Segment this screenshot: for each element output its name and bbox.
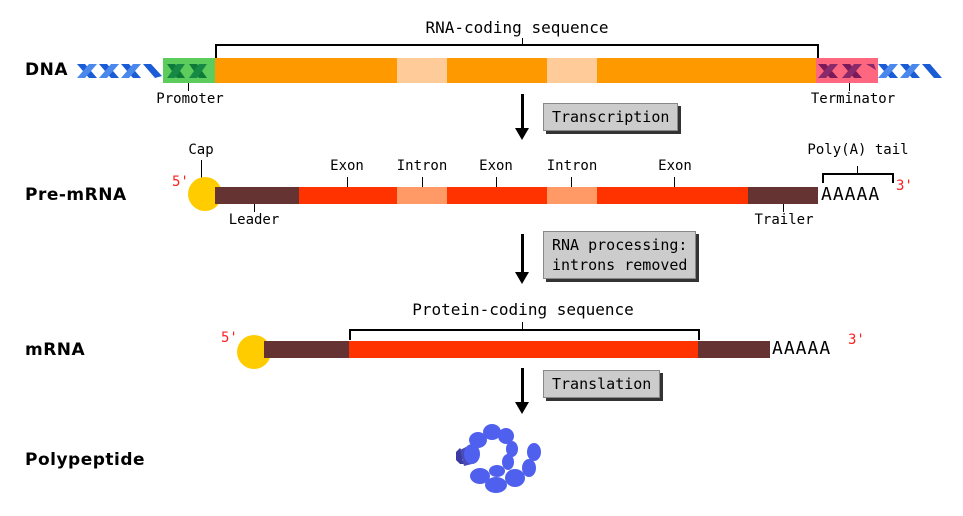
mrna-leader-segment [264, 341, 349, 358]
dna-exon-3 [597, 58, 816, 83]
dna-exon-1 [215, 58, 397, 83]
rna-coding-sequence-label: RNA-coding sequence [425, 18, 609, 37]
row-label-polypeptide: Polypeptide [25, 450, 146, 470]
intron-1-tick [422, 177, 423, 187]
leader-segment [215, 187, 299, 204]
protein-coding-bracket [349, 329, 700, 340]
rna-processing-button[interactable]: RNA processing: introns removed [543, 231, 697, 279]
pre-mrna-intron-2 [547, 187, 597, 204]
row-label-dna: DNA [25, 60, 68, 80]
poly-a-tail-label: Poly(A) tail [807, 142, 909, 158]
poly-a-bracket-tick [857, 166, 858, 174]
intron-1-label: Intron [396, 158, 448, 174]
dna-intron-1 [397, 58, 447, 83]
leader-label: Leader [228, 212, 280, 228]
exon-1-label: Exon [330, 158, 364, 174]
mrna-three-prime-label: 3' [848, 332, 865, 348]
five-prime-label: 5' [172, 174, 189, 190]
exon-3-tick [674, 177, 675, 187]
pre-mrna-exon-1 [299, 187, 397, 204]
exon-1-tick [347, 177, 348, 187]
exon-2-tick [496, 177, 497, 187]
mrna-five-prime-label: 5' [221, 330, 238, 346]
pre-mrna-exon-2 [447, 187, 547, 204]
cap-label: Cap [188, 142, 214, 158]
terminator-helix-icon [818, 64, 876, 78]
mrna-poly-a-sequence: AAAAA [772, 338, 832, 359]
mrna-trailer-segment [698, 341, 770, 358]
intron-2-label: Intron [546, 158, 598, 174]
promoter-helix-icon [167, 64, 207, 78]
polypeptide-icon [456, 424, 541, 493]
protein-coding-sequence-label: Protein-coding sequence [412, 300, 634, 319]
three-prime-label: 3' [896, 178, 913, 194]
intron-2-tick [571, 177, 572, 187]
exon-2-label: Exon [479, 158, 513, 174]
exon-3-label: Exon [658, 158, 692, 174]
trailer-label: Trailer [754, 212, 814, 228]
row-label-mrna: mRNA [25, 340, 86, 360]
dna-helix-left-icon [77, 64, 162, 78]
promoter-label: Promoter [156, 91, 224, 107]
translation-button[interactable]: Translation [543, 370, 661, 398]
poly-a-bracket [822, 173, 894, 183]
cap-tick [201, 160, 202, 178]
leader-tick [254, 204, 255, 212]
protein-coding-bracket-tick [522, 322, 523, 330]
dna-intron-2 [547, 58, 597, 83]
mrna-coding-segment [349, 341, 698, 358]
pre-mrna-poly-a-sequence: AAAAA [821, 184, 881, 205]
terminator-tick [849, 83, 850, 91]
terminator-label: Terminator [810, 91, 896, 107]
transcription-button[interactable]: Transcription [543, 103, 679, 131]
rna-coding-bracket [215, 44, 819, 58]
rna-coding-bracket-tick [522, 38, 523, 45]
trailer-segment [748, 187, 818, 204]
pre-mrna-exon-3 [597, 187, 748, 204]
translation-arrow-icon [515, 368, 529, 414]
pre-mrna-intron-1 [397, 187, 447, 204]
row-label-pre-mrna: Pre-mRNA [25, 185, 127, 205]
dna-exon-2 [447, 58, 547, 83]
rna-processing-arrow-icon [515, 234, 529, 284]
dna-helix-right-icon [878, 64, 942, 78]
promoter-tick [188, 83, 189, 91]
trailer-tick [783, 204, 784, 212]
transcription-arrow-icon [515, 94, 529, 140]
